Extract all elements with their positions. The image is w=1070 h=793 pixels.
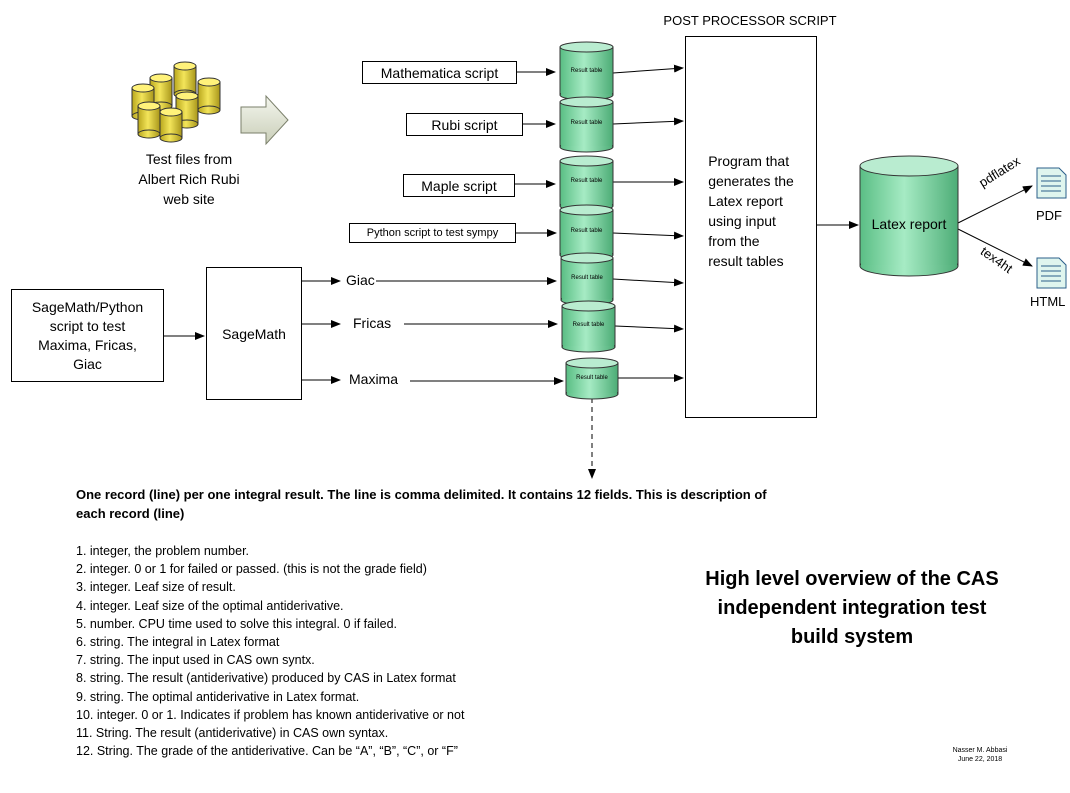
- author-credit: Nasser M. Abbasi June 22, 2018: [920, 746, 1040, 764]
- result-table-fricas-icon: [561, 300, 616, 353]
- record-field-item: 7. string. The input used in CAS own syn…: [76, 653, 315, 668]
- rubi-script-box: Rubi script: [406, 113, 523, 136]
- block-arrow-icon: [240, 94, 289, 146]
- record-field-item: 5. number. CPU time used to solve this i…: [76, 616, 397, 631]
- result-table-maxima-icon: [565, 357, 619, 400]
- sagemath-python-script-label: SageMath/Python script to test Maxima, F…: [31, 298, 144, 372]
- record-description-header: One record (line) per one integral resul…: [76, 487, 767, 521]
- maxima-label: Maxima: [349, 371, 399, 387]
- record-field-item: 1. integer, the problem number.: [76, 544, 250, 558]
- author-date: June 22, 2018: [957, 756, 1003, 763]
- maple-script-label: Maple script: [421, 177, 497, 194]
- record-field-item: 11. String. The result (antiderivative) …: [76, 726, 389, 741]
- post-processor-description: Program that generates the Latex report …: [708, 153, 794, 269]
- result-table-label: Result table: [570, 228, 603, 234]
- result-table-sympy-icon: [559, 204, 614, 261]
- author-name: Nasser M. Abbasi: [952, 747, 1008, 754]
- mathematica-script-label: Mathematica script: [380, 64, 499, 81]
- record-field-item: 12. String. The grade of the antiderivat…: [76, 744, 458, 759]
- pdflatex-label: pdflatex: [976, 153, 1023, 190]
- source-caption: Test files from Albert Rich Rubi web sit…: [138, 151, 240, 207]
- maple-script-box: Maple script: [403, 174, 515, 197]
- fricas-label: Fricas: [353, 315, 392, 331]
- record-field-item: 6. string. The integral in Latex format: [76, 635, 280, 650]
- record-field-item: 4. integer. Leaf size of the optimal ant…: [76, 598, 344, 613]
- pdf-document-icon: [1036, 167, 1067, 199]
- result-table-label: Result table: [570, 68, 603, 74]
- latex-report-label: Latex report: [871, 216, 947, 232]
- result-table-rubi-icon: [559, 96, 614, 153]
- result-table-label: Result table: [571, 275, 603, 281]
- post-processor-title: POST PROCESSOR SCRIPT: [663, 13, 837, 28]
- sagemath-box: SageMath: [206, 267, 302, 400]
- sagemath-label: SageMath: [222, 325, 286, 342]
- result-table-label: Result table: [572, 322, 605, 328]
- record-fields-list: 1. integer, the problem number. 2. integ…: [76, 542, 696, 760]
- record-field-item: 3. integer. Leaf size of result.: [76, 580, 236, 595]
- test-files-database-icon: [131, 61, 221, 143]
- record-field-item: 2. integer. 0 or 1 for failed or passed.…: [76, 562, 427, 577]
- result-table-giac-icon: [560, 252, 614, 306]
- mathematica-script-box: Mathematica script: [362, 61, 517, 84]
- record-field-item: 8. string. The result (antiderivative) p…: [76, 671, 456, 686]
- overview-title: High level overview of the CAS independe…: [705, 568, 999, 648]
- record-field-item: 9. string. The optimal antiderivative in…: [76, 689, 360, 704]
- result-table-mathematica-icon: [559, 41, 614, 101]
- latex-report-cylinder-icon: [859, 155, 959, 277]
- sagemath-python-script-box: SageMath/Python script to test Maxima, F…: [11, 289, 164, 382]
- record-field-item: 10. integer. 0 or 1. Indicates if proble…: [76, 707, 465, 722]
- python-sympy-script-box: Python script to test sympy: [349, 223, 516, 243]
- python-sympy-script-label: Python script to test sympy: [366, 227, 499, 239]
- result-table-label: Result table: [570, 178, 603, 184]
- result-table-maple-icon: [559, 155, 614, 212]
- rubi-script-label: Rubi script: [431, 116, 498, 133]
- html-document-icon: [1036, 257, 1067, 289]
- giac-label: Giac: [346, 272, 375, 288]
- post-processor-box: Program that generates the Latex report …: [685, 36, 817, 418]
- html-label: HTML: [1030, 294, 1066, 309]
- pdf-label: PDF: [1036, 208, 1062, 223]
- result-table-label: Result table: [576, 375, 608, 381]
- result-table-label: Result table: [570, 120, 603, 126]
